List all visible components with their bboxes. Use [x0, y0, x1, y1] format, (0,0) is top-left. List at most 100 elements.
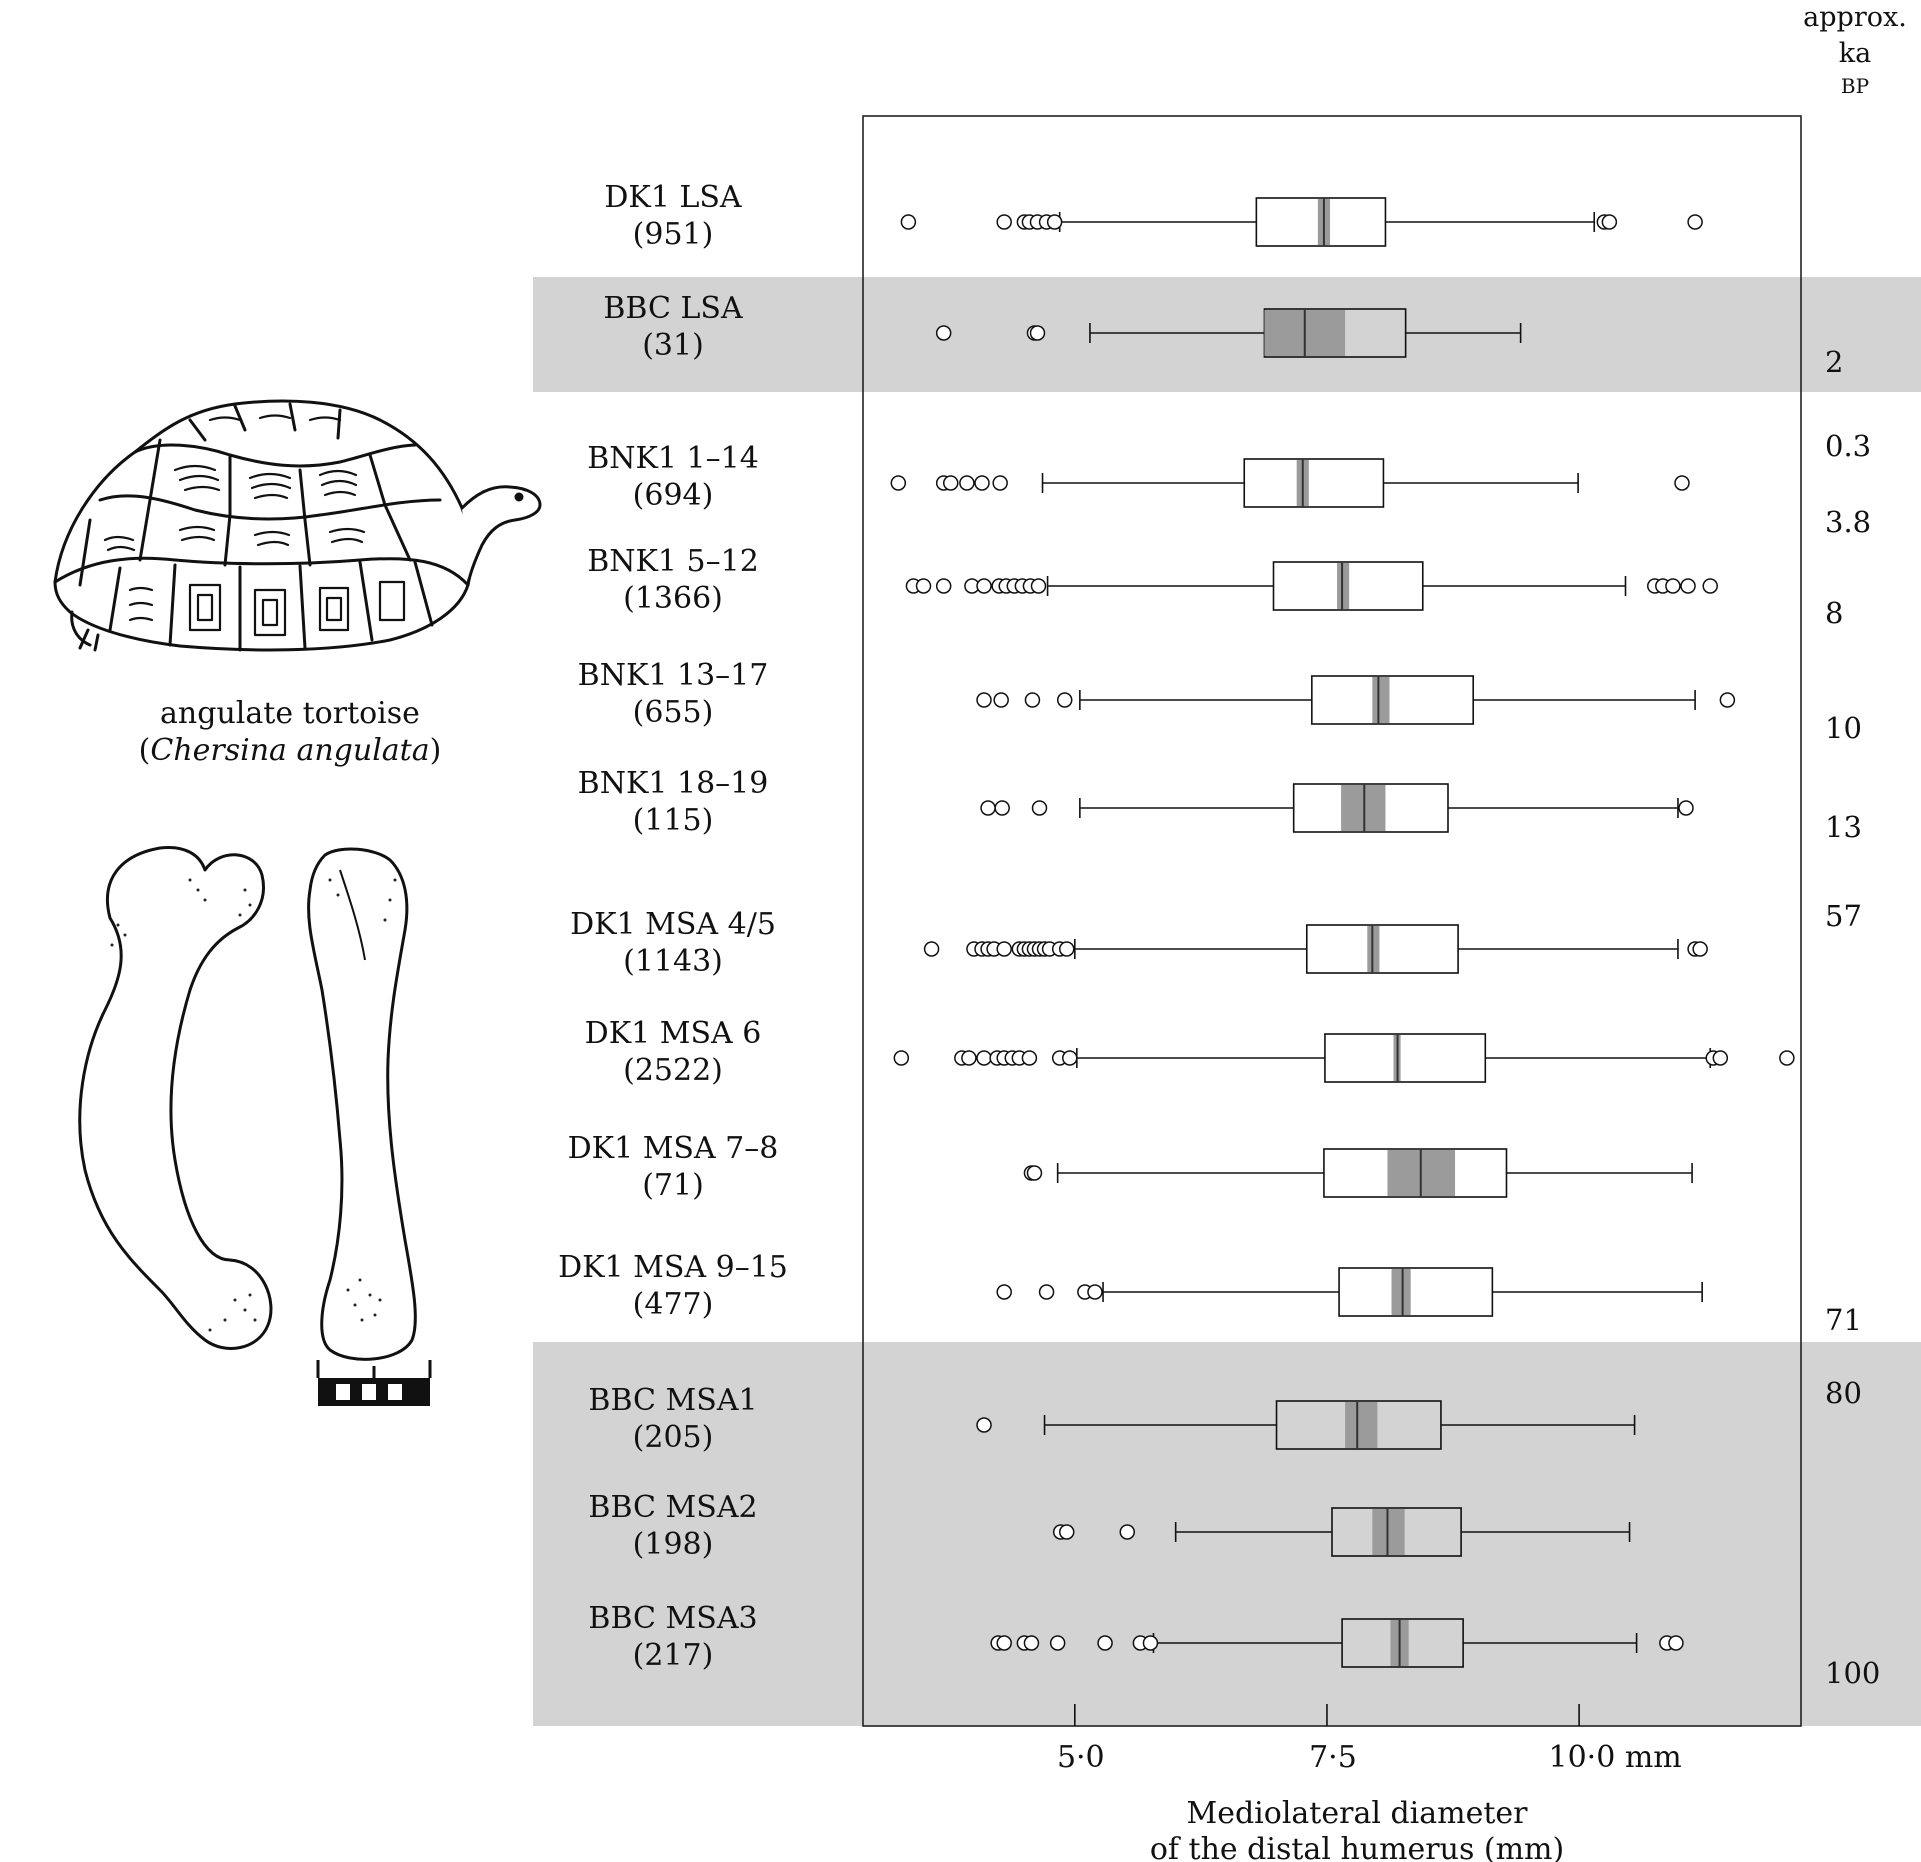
humerus-illustration — [78, 845, 417, 1361]
outlier-point — [1062, 1050, 1078, 1066]
outlier-point — [961, 1050, 977, 1066]
age-labels: 2 0.3 3.8 8 10 13 57 71 80 100 — [1825, 345, 1880, 1690]
iqr-box — [1311, 675, 1475, 725]
outlier-point — [1668, 1635, 1684, 1651]
outlier-point — [976, 1417, 992, 1433]
median-ci — [1337, 563, 1350, 609]
outlier-point — [1029, 325, 1046, 341]
age-header: approx. ka BP — [1803, 2, 1907, 98]
age-label: 13 — [1825, 810, 1862, 844]
iqr-box — [1243, 458, 1385, 508]
row-label-count: (198) — [633, 1527, 714, 1562]
age-label: 3.8 — [1825, 505, 1871, 539]
row-label-name: BBC MSA3 — [588, 1601, 757, 1636]
outlier-point — [1056, 692, 1073, 708]
outlier-point — [959, 475, 975, 491]
row-label-count: (217) — [633, 1638, 714, 1673]
age-label: 100 — [1825, 1656, 1880, 1690]
outlier-point — [1702, 578, 1718, 594]
outlier-point — [974, 475, 990, 491]
shaded-bands — [533, 277, 1921, 1726]
outlier-point — [1058, 1524, 1075, 1540]
iqr-box — [1338, 1267, 1494, 1317]
x-axis-label-line1: Mediolateral diameter — [1186, 1796, 1528, 1831]
median-ci — [1391, 1269, 1411, 1315]
row-label-name: BNK1 5–12 — [587, 544, 759, 579]
outlier-point — [900, 214, 917, 230]
row-label-name: BBC MSA2 — [588, 1490, 757, 1525]
outlier-point — [992, 475, 1008, 491]
row-label-count: (2522) — [623, 1053, 723, 1088]
row-label-count: (477) — [633, 1287, 714, 1322]
row-label-name: BNK1 1–14 — [587, 441, 759, 476]
outlier-point — [1030, 578, 1047, 594]
tortoise-illustration — [53, 399, 542, 652]
row-label-count: (694) — [633, 478, 714, 513]
band-bbc-lsa — [533, 277, 1921, 392]
outlier-point — [942, 475, 959, 491]
outlier-point — [1038, 1284, 1055, 1300]
outlier-point — [1058, 941, 1075, 957]
age-header-approx: approx. — [1803, 2, 1907, 33]
age-label: 80 — [1825, 1376, 1862, 1410]
iqr-box — [1324, 1033, 1487, 1083]
outlier-point — [976, 578, 992, 594]
outlier-point — [1719, 692, 1736, 708]
tortoise-caption-latin: (Chersina angulata) — [139, 733, 442, 768]
row-label-count: (115) — [633, 803, 714, 838]
row-label-count: (71) — [642, 1168, 704, 1203]
outlier-point — [1779, 1050, 1795, 1066]
x-tick-label: 5·0 — [1057, 1740, 1105, 1775]
row-label-name: BBC MSA1 — [588, 1383, 757, 1418]
tortoise-caption-common: angulate tortoise — [160, 696, 420, 731]
scale-bar — [316, 1360, 432, 1406]
x-axis-label-line2: of the distal humerus (mm) — [1150, 1832, 1564, 1862]
outlier-point — [923, 941, 940, 957]
median-ci — [1367, 926, 1380, 972]
outlier-point — [1097, 1635, 1113, 1651]
outlier-point — [976, 692, 992, 708]
outlier-point — [980, 800, 996, 816]
outlier-point — [1665, 578, 1681, 594]
age-label: 0.3 — [1825, 429, 1871, 463]
age-label: 2 — [1825, 345, 1843, 379]
x-tick-label: 7·5 — [1309, 1740, 1357, 1775]
row-label-count: (31) — [642, 328, 704, 363]
row-label-name: DK1 MSA 9–15 — [558, 1250, 788, 1285]
outlier-point — [1687, 214, 1703, 230]
age-label: 10 — [1825, 711, 1862, 745]
median-ci — [1341, 785, 1386, 831]
median-ci — [1345, 1402, 1378, 1448]
row-label-name: DK1 MSA 4/5 — [570, 907, 776, 942]
outlier-point — [1142, 1635, 1159, 1651]
row-label-name: BNK1 18–19 — [578, 766, 769, 801]
age-label: 71 — [1825, 1303, 1862, 1337]
median-ci — [1372, 677, 1390, 723]
x-tick-label: 10·0 mm — [1548, 1740, 1681, 1775]
outlier-point — [935, 325, 952, 341]
row-label-name: DK1 LSA — [604, 180, 742, 215]
outlier-point — [893, 1050, 910, 1066]
outlier-point — [1678, 800, 1694, 816]
age-header-bp: BP — [1841, 74, 1869, 98]
outlier-point — [976, 1050, 992, 1066]
outlier-point — [1026, 1165, 1043, 1181]
outlier-point — [1680, 578, 1696, 594]
outlier-point — [993, 692, 1009, 708]
iqr-box — [1305, 924, 1459, 974]
outlier-point — [1692, 941, 1708, 957]
row-label-name: BNK1 13–17 — [578, 658, 769, 693]
row-label-name: BBC LSA — [603, 291, 743, 326]
outlier-point — [996, 1284, 1012, 1300]
row-label-name: DK1 MSA 6 — [585, 1016, 762, 1051]
row-label-name: DK1 MSA 7–8 — [568, 1131, 779, 1166]
outlier-point — [1046, 214, 1063, 230]
outlier-point — [1024, 692, 1041, 708]
x-axis: 5·0 7·5 10·0 mm — [1057, 1704, 1682, 1775]
boxes — [890, 197, 1795, 1668]
age-label: 8 — [1825, 596, 1843, 630]
outlier-point — [996, 214, 1012, 230]
row-label-count: (655) — [633, 695, 714, 730]
outlier-point — [1674, 475, 1690, 491]
